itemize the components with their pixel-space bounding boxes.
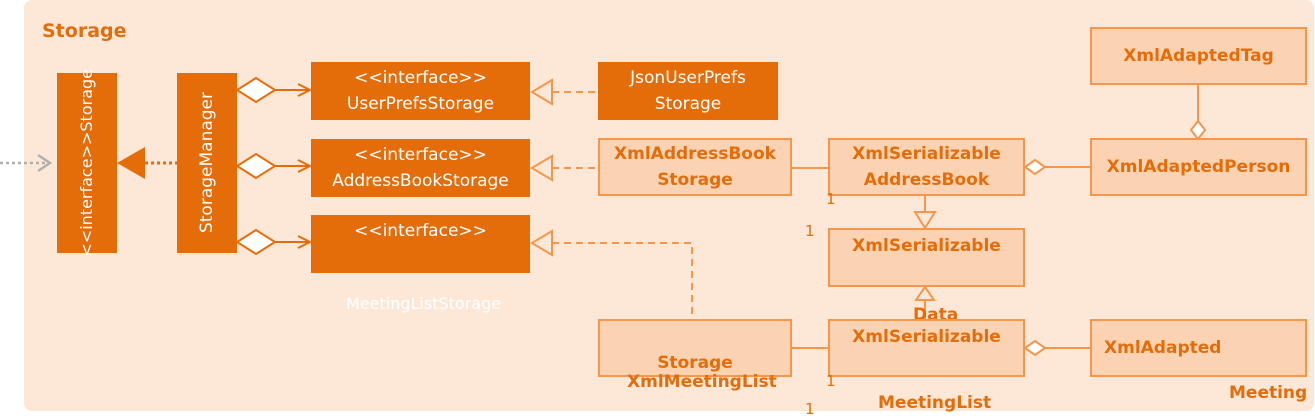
user-prefs-name: UserPrefsStorage (346, 94, 495, 114)
xml-address-book-storage-box[interactable]: XmlAddressBook Storage (598, 138, 792, 196)
xml-address-book-line1: XmlAddressBook (614, 144, 776, 164)
meeting-list-storage-box[interactable]: <<interface>> (311, 215, 530, 273)
xml-adapted-person-box[interactable]: XmlAdaptedPerson (1090, 138, 1307, 196)
package-title: Storage (42, 20, 127, 42)
multiplicity-address-book: 1 (826, 190, 836, 208)
address-book-stereotype: <<interface>> (354, 145, 487, 165)
xml-serializable-data-line1: XmlSerializable (852, 236, 1001, 256)
xml-serializable-meeting-list-line1: XmlSerializable (852, 327, 1001, 347)
xml-address-book-line2: Storage (657, 170, 733, 190)
composition-meeting-list (235, 228, 313, 256)
xml-adapted-person-name: XmlAdaptedPerson (1106, 157, 1291, 177)
xml-adapted-meeting-line1: XmlAdapted (1104, 338, 1222, 358)
xml-serializable-address-book-line2: AddressBook (863, 170, 990, 190)
generalization-address-book (913, 196, 937, 230)
external-dependency-arrowhead (37, 153, 53, 173)
generalization-meeting-list (914, 285, 936, 319)
storage-interface-box[interactable]: <<interface>> Storage (57, 69, 117, 257)
xml-serializable-address-book-line1: XmlSerializable (852, 144, 1001, 164)
composition-address-book (235, 152, 313, 180)
address-book-storage-box[interactable]: <<interface>> AddressBookStorage (311, 139, 530, 197)
user-prefs-storage-box[interactable]: <<interface>> UserPrefsStorage (311, 62, 530, 120)
realization-xml-meeting-list (530, 229, 693, 319)
xml-adapted-tag-box[interactable]: XmlAdaptedTag (1090, 27, 1307, 85)
xml-serializable-meeting-list-line2: MeetingList (878, 393, 992, 413)
json-user-prefs-line1: JsonUserPrefs (630, 68, 746, 88)
xml-serializable-meeting-list-box[interactable]: XmlSerializable (828, 319, 1025, 377)
meeting-list-storage-name: MeetingListStorage (346, 294, 502, 313)
realization-json-user-prefs (530, 78, 598, 106)
multiplicity-meeting-list-lower: 1 (805, 400, 815, 418)
xml-meeting-list-storage-line1: Storage (657, 353, 733, 373)
user-prefs-stereotype: <<interface>> (354, 68, 487, 88)
xml-adapted-meeting-box[interactable]: XmlAdapted (1090, 319, 1307, 377)
storage-realization-arrowhead (117, 147, 145, 179)
storage-name: Storage (77, 69, 96, 132)
aggregation-tag (1189, 85, 1207, 141)
composition-user-prefs (235, 76, 313, 104)
xml-adapted-tag-name: XmlAdaptedTag (1123, 46, 1274, 66)
multiplicity-meeting-list: 1 (826, 372, 836, 390)
storage-manager-name: StorageManager (197, 92, 217, 234)
xml-adapted-meeting-line2: Meeting (1229, 383, 1308, 403)
aggregation-person (1023, 158, 1090, 176)
storage-stereotype: <<interface>> (77, 131, 96, 257)
storage-manager-box[interactable]: StorageManager (177, 73, 237, 253)
xml-serializable-data-box[interactable]: XmlSerializable (828, 228, 1025, 287)
address-book-storage-name: AddressBookStorage (332, 171, 509, 191)
meeting-list-stereotype: <<interface>> (354, 221, 487, 241)
json-user-prefs-storage-box[interactable]: JsonUserPrefs Storage (598, 62, 778, 120)
xml-serializable-address-book-box[interactable]: XmlSerializable AddressBook (828, 138, 1025, 196)
realization-xml-address-book (530, 154, 598, 182)
multiplicity-data: 1 (805, 222, 815, 240)
xml-meeting-list-storage-line2: XmlMeetingList (627, 372, 777, 392)
xml-meeting-list-storage-box[interactable]: Storage (598, 319, 792, 377)
json-user-prefs-line2: Storage (654, 94, 722, 114)
aggregation-meeting (1023, 339, 1090, 357)
